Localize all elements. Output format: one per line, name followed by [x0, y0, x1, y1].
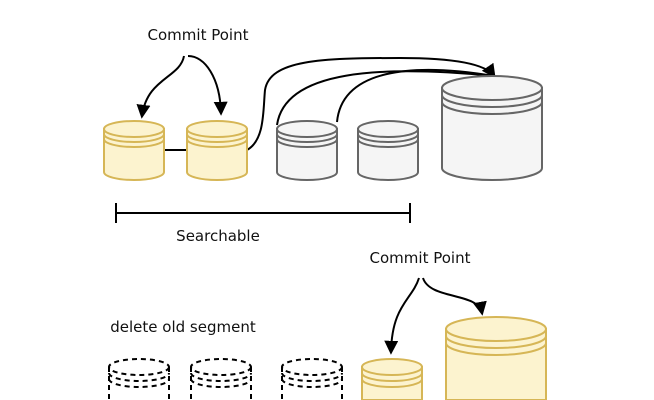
- searchable-label: Searchable: [176, 227, 260, 245]
- segment-committed-2: [186, 120, 248, 181]
- segment-committed-bottom-1: [361, 358, 423, 400]
- commit-arrow-2: [187, 55, 228, 116]
- segment-uncommitted-2: [357, 120, 419, 181]
- delete-old-segment-label: delete old segment: [110, 318, 256, 336]
- segment-deleted-2: [190, 358, 252, 400]
- commit-arrow-1: [136, 55, 185, 119]
- searchable-bracket: [115, 203, 411, 223]
- segment-deleted-3: [281, 358, 343, 400]
- commit-point-bottom-label: Commit Point: [370, 249, 471, 267]
- segment-merged-top: [441, 75, 543, 181]
- segment-deleted-1: [108, 358, 170, 400]
- commit-point-top-label: Commit Point: [148, 26, 249, 44]
- merge-arrow-2: [246, 56, 496, 151]
- segment-merged-bottom: [445, 316, 547, 400]
- commit-arrow-bottom-1: [384, 277, 420, 355]
- merge-arrow-4: [336, 68, 495, 123]
- segment-uncommitted-1: [276, 120, 338, 181]
- merge-arrow-3: [276, 70, 495, 126]
- segment-committed-1: [103, 120, 165, 181]
- commit-arrow-bottom-2: [422, 277, 487, 316]
